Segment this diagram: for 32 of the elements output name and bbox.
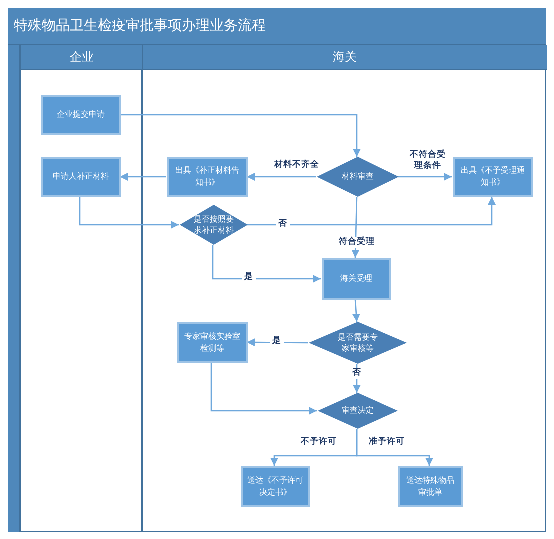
process-box: 专家审核实验室检测等 (177, 322, 248, 363)
lane-header: 海关 (143, 45, 547, 70)
edge-label: 是 (270, 336, 284, 348)
process-box: 申请人补正材料 (41, 157, 121, 197)
edge-label: 否 (276, 219, 290, 230)
process-box: 企业提交申请 (41, 95, 121, 135)
process-box: 出具《不予受理通知书》 (453, 157, 533, 197)
arrow (352, 300, 360, 322)
swimlane (20, 45, 142, 532)
arrow (120, 173, 166, 181)
edge-label: 材料不齐全 (272, 160, 322, 172)
edge-label: 是 (242, 272, 256, 284)
lane-header: 企业 (21, 45, 143, 70)
arrow (247, 197, 496, 226)
process-box: 送达特殊物品审批单 (398, 466, 463, 507)
arrow (210, 363, 317, 415)
swimlane (142, 45, 546, 532)
decision-diamond: 是否按照要求补正材料 (180, 205, 248, 245)
arrow (356, 429, 434, 466)
title-bar: 特殊物品卫生检疫审批事项办理业务流程 (8, 8, 546, 45)
arrow (79, 197, 179, 229)
arrow (247, 338, 308, 347)
edge-label: 否 (350, 368, 364, 380)
arrow (247, 173, 316, 181)
decision-diamond: 是否需要专家审核等 (309, 322, 407, 364)
arrow (398, 173, 452, 181)
arrow (212, 245, 321, 283)
process-box: 送达《不予许可决定书》 (241, 466, 310, 507)
process-box: 出具《补正材料告知书》 (167, 157, 248, 197)
decision-diamond: 审查决定 (318, 393, 398, 429)
arrow (120, 114, 361, 157)
process-box: 海关受理 (322, 258, 391, 300)
